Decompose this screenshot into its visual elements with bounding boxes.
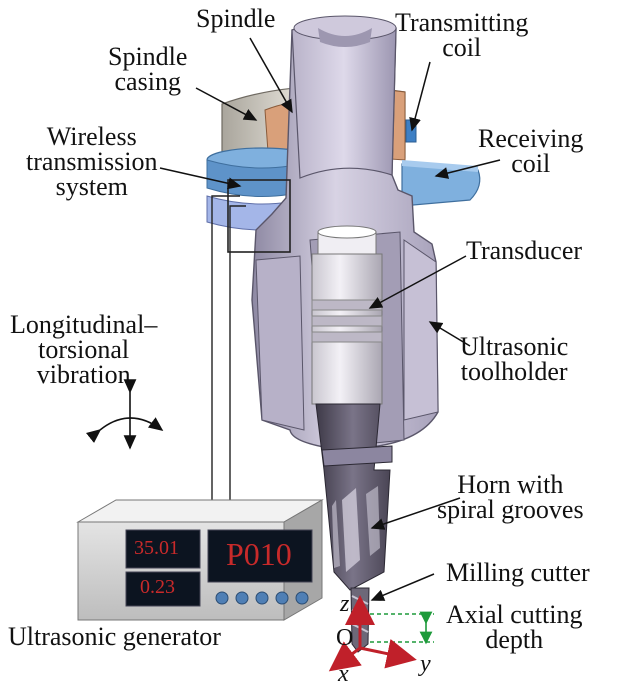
label-ultrasonic-toolholder: Ultrasonic toolholder	[460, 332, 569, 386]
coordinate-axes	[328, 595, 417, 672]
label-spindle: Spindle	[196, 4, 276, 33]
label-spindle-casing: Spindle casing	[108, 42, 188, 96]
ultrasonic-generator	[76, 499, 324, 621]
axis-label-x: x	[338, 661, 349, 687]
label-wireless-transmission-system: Wireless transmission system	[26, 122, 158, 201]
axis-label-z: z	[340, 591, 350, 617]
axis-label-origin: O	[336, 625, 354, 651]
receiving-coil	[401, 160, 481, 207]
axial-depth-indicator	[370, 611, 434, 645]
generator-buttons	[215, 591, 309, 605]
horn-with-spiral-grooves	[315, 403, 393, 591]
label-ultrasonic-generator: Ultrasonic generator	[8, 622, 221, 651]
generator-wires	[211, 179, 291, 508]
axis-label-y: y	[420, 651, 431, 677]
transducer	[311, 225, 383, 405]
label-axial-cutting-depth: Axial cutting depth	[446, 600, 583, 654]
label-transducer: Transducer	[466, 236, 583, 265]
generator-main-readout: P010	[226, 536, 292, 572]
generator-readout-1: 35.01	[134, 537, 179, 559]
label-milling-cutter: Milling cutter	[446, 558, 590, 587]
label-transmitting-coil: Transmitting coil	[395, 8, 529, 62]
leader-lines	[159, 37, 501, 601]
vibration-arrows-icon	[86, 379, 164, 450]
label-longitudinal-torsional-vibration: Longitudinal– torsional vibration	[10, 310, 158, 389]
generator-readout-2: 0.23	[140, 576, 175, 598]
label-receiving-coil: Receiving coil	[478, 124, 584, 178]
label-horn-with-spiral-grooves: Horn with spiral grooves	[437, 470, 584, 524]
